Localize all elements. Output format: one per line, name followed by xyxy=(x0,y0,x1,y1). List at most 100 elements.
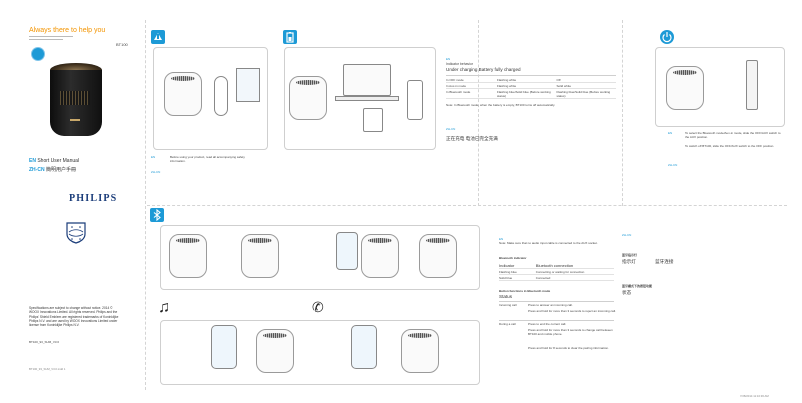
charging-section-icon xyxy=(283,30,297,44)
charging-speaker-illustration xyxy=(289,76,327,120)
incoming-call-label: Incoming call xyxy=(499,303,517,307)
charging-zh-heading: 正在充电 电池已完全充满 xyxy=(446,136,498,141)
during-call-label: During a call xyxy=(499,322,516,326)
bluetooth-button-heading: Button functions in Bluetooth mode xyxy=(499,289,551,293)
bluetooth-zh-heading: 蓝牙指示灯 xyxy=(622,253,638,257)
bluetooth-status-label: Status xyxy=(499,294,513,299)
cover-panel: Always there to help you BT100 EN Short … xyxy=(0,0,140,403)
table-cell: Flashing blue/Solid blue (Before working… xyxy=(556,89,611,98)
bluetooth-lang-zh: ZH-CN xyxy=(622,233,632,237)
manual-title-en: EN Short User Manual xyxy=(29,158,80,165)
document-code: BT100_93_SUM_V3.0 xyxy=(29,340,60,344)
philips-shield-logo xyxy=(66,222,86,244)
table-cell: Solid blue xyxy=(499,275,513,280)
fold-line-1 xyxy=(145,20,146,390)
manual-title-zh: ZH-CN 簡明用户手冊 xyxy=(29,167,76,174)
zh-indicator-col: 指示灯 xyxy=(622,259,636,264)
table-cell: In Aux-in mode xyxy=(446,83,467,88)
bluetooth-zh-button-heading: 蓝牙模式下的按钮功能 xyxy=(622,284,653,288)
charging-note: Note: In Bluetooth mode, when the batter… xyxy=(446,103,556,107)
playback-speaker-illustration-2 xyxy=(401,329,439,373)
during-action-3: Press and hold for 8 seconds to clear th… xyxy=(528,346,609,350)
brand-wordmark: PHILIPS xyxy=(69,193,118,204)
during-action-2: Press and hold for more than 3 seconds t… xyxy=(528,328,613,337)
cable-illustration xyxy=(214,76,228,116)
charging-lang-zh: ZH-CN xyxy=(446,127,456,131)
leaflet-illustration xyxy=(236,68,260,102)
table-row: Solid blue Connected xyxy=(499,275,614,282)
power-lang-en: EN xyxy=(668,131,673,135)
usb-cable-illustration xyxy=(363,108,383,132)
charging-illustration-panel xyxy=(284,47,436,150)
charging-heading: Indicator behavior xyxy=(446,62,473,66)
phone-handset-icon: ✆ xyxy=(312,299,324,315)
lang-code-en: EN xyxy=(29,158,36,164)
product-badge xyxy=(31,47,45,61)
call-phone-illustration xyxy=(351,325,377,369)
safety-text-en: Before using your product, read all acco… xyxy=(170,155,245,164)
table-cell: Bluetooth connection xyxy=(535,262,574,268)
power-section-icon xyxy=(660,30,674,44)
tagline-lines xyxy=(29,36,73,42)
fold-line-2 xyxy=(478,20,479,206)
table-cell: Flashing white xyxy=(497,83,517,88)
safety-lang-zh: ZH-CN xyxy=(151,170,161,174)
playback-speaker-illustration-1 xyxy=(256,329,294,373)
print-file-name: BT100_93_SUM_V3.0.indd 1 xyxy=(29,367,66,371)
table-cell: Flashing blue xyxy=(499,269,517,274)
bluetooth-indicator-heading: Bluetooth indicator xyxy=(499,256,527,260)
power-switch-panel xyxy=(655,47,785,127)
wall-adapter-illustration xyxy=(407,80,423,120)
bluetooth-lang-en: EN xyxy=(499,237,504,241)
charging-rule xyxy=(446,75,616,76)
incoming-action-2: Press and hold for more than 3 seconds t… xyxy=(528,309,616,313)
laptop-illustration xyxy=(335,64,399,104)
bluetooth-zh-indicator-header: 指示灯 蓝牙连接 xyxy=(622,259,673,264)
charging-subheading: Under charging Battery fully charged xyxy=(446,67,521,72)
bt-speaker-illustration-4 xyxy=(419,234,457,278)
box-contents-panel xyxy=(153,47,268,150)
off-aux-switch-illustration xyxy=(746,60,758,110)
speaker-illustration xyxy=(164,72,202,116)
table-cell: Connecting or waiting for connection xyxy=(535,269,585,274)
safety-lang-en: EN xyxy=(151,155,156,159)
model-number: BT100 xyxy=(116,42,128,47)
power-lang-zh: ZH-CN xyxy=(668,163,678,167)
during-action-1: Press to end the current call. xyxy=(528,322,567,326)
power-on-text: To select the Bluetooth mode/Aux-in mode… xyxy=(685,131,781,140)
music-phone-illustration xyxy=(211,325,237,369)
table-cell: In OFF mode xyxy=(446,77,464,82)
incoming-action-1: Press to answer an incoming call. xyxy=(528,303,573,307)
manual-title-en-text: Short User Manual xyxy=(37,158,80,164)
fold-line-horizontal xyxy=(147,205,787,206)
table-cell: Solid white xyxy=(556,83,572,88)
bt-speaker-illustration-3 xyxy=(361,234,399,278)
music-note-icon: ♫ xyxy=(158,299,170,316)
print-timestamp: 7/28/2014 11:10:36 AM xyxy=(740,394,769,398)
table-row: Flashing blue Connecting or waiting for c… xyxy=(499,269,614,276)
charging-lang-en: EN xyxy=(446,57,451,61)
manual-title-zh-text: 簡明用户手冊 xyxy=(45,167,76,173)
safety-section-icon xyxy=(151,30,165,44)
power-speaker-illustration xyxy=(666,66,704,110)
bluetooth-pairing-panel xyxy=(160,225,480,290)
bluetooth-zh-status: 状态 xyxy=(622,290,632,295)
bt-speaker-illustration-2 xyxy=(241,234,279,278)
bluetooth-playback-panel xyxy=(160,320,480,385)
table-cell: Flashing white xyxy=(497,77,517,82)
zh-connection-col: 蓝牙连接 xyxy=(655,259,674,264)
bluetooth-note: Note: Make sure that no audio input cabl… xyxy=(499,241,598,245)
call-rule xyxy=(499,320,614,321)
table-row: In Aux-in mode Flashing white Solid white xyxy=(446,83,616,90)
status-rule xyxy=(499,301,614,302)
cover-headline: Always there to help you xyxy=(29,27,106,34)
product-speaker-photo xyxy=(46,63,106,143)
power-off-text: To switch off BT100, slide the OFF/AUX s… xyxy=(685,144,775,148)
table-cell: Connected xyxy=(535,275,551,280)
bluetooth-section-icon xyxy=(150,208,164,222)
